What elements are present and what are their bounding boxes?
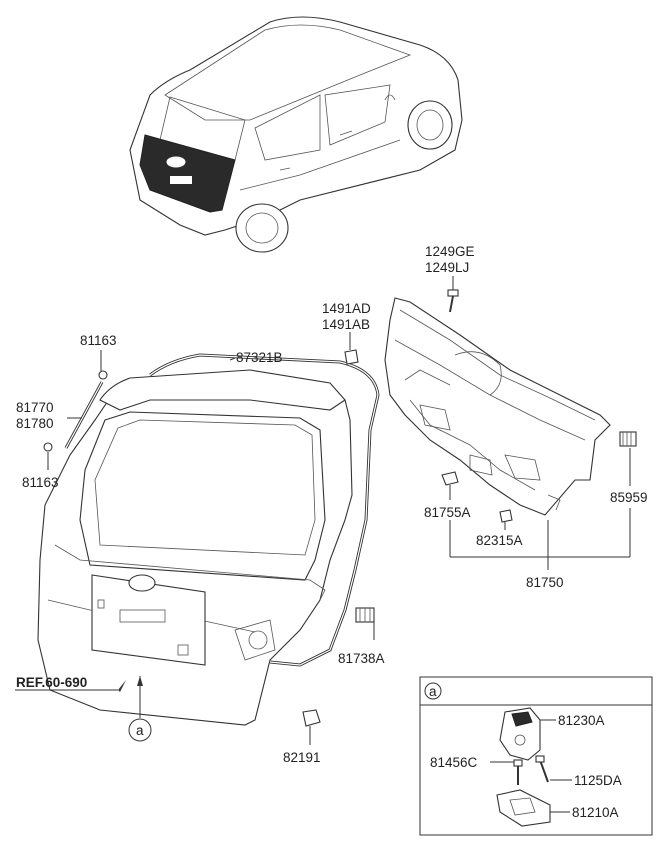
label-1249lj: 1249LJ <box>425 260 469 275</box>
label-1249ge: 1249GE <box>425 244 475 259</box>
car-illustration <box>129 16 463 253</box>
gas-lift <box>43 370 108 452</box>
label-81738a: 81738A <box>338 651 385 666</box>
label-ref-60-690: REF.60-690 <box>16 675 87 690</box>
svg-text:a: a <box>136 723 144 738</box>
weatherstrip-87321b <box>149 353 380 667</box>
callout-a: a <box>128 718 152 742</box>
label-81456c: 81456C <box>430 755 478 770</box>
label-1491ab: 1491AB <box>322 317 370 332</box>
label-81750: 81750 <box>526 575 564 590</box>
label-1491ad: 1491AD <box>322 301 371 316</box>
tailgate-assembly <box>37 369 353 726</box>
label-81210a: 81210A <box>572 805 619 820</box>
label-81163-bot: 81163 <box>22 475 59 490</box>
label-82315a: 82315A <box>476 533 523 548</box>
label-85959: 85959 <box>610 490 648 505</box>
trim-panel <box>384 297 611 516</box>
label-81755a: 81755A <box>424 505 471 520</box>
label-87321b: 87321B <box>236 350 283 365</box>
part-labels: 1249GE 1249LJ 1491AD 1491AB 81163 87321B… <box>16 244 648 765</box>
leader-lines <box>15 276 631 745</box>
small-parts <box>302 289 637 727</box>
inset-header-a: a <box>429 684 437 699</box>
label-81230a: 81230A <box>558 713 605 728</box>
label-1125da: 1125DA <box>574 773 622 788</box>
label-82191: 82191 <box>283 750 321 765</box>
label-81770: 81770 <box>16 400 54 415</box>
inset-latch-detail: a 81230A 81456C 1125DA 81210A <box>419 676 653 836</box>
label-81780: 81780 <box>16 416 54 431</box>
label-81163-top: 81163 <box>80 333 117 348</box>
